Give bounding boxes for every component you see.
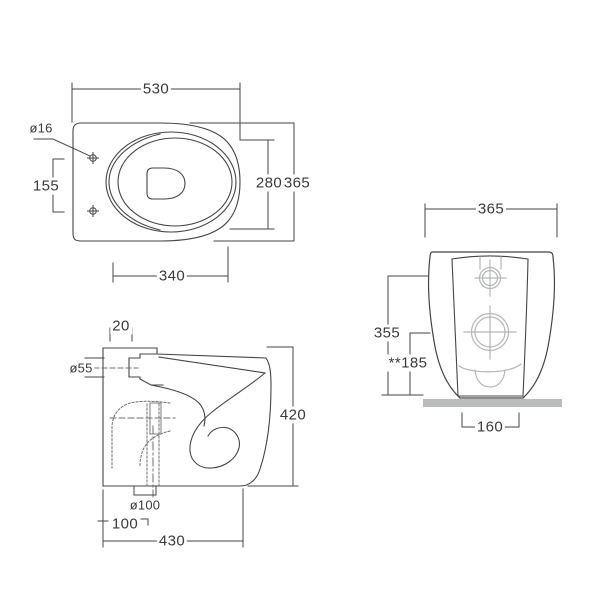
dim-top-overall-width: 530 [140,80,172,98]
rear-panel-outline [451,255,529,397]
dim-rear-inlet-height: **185 [386,354,430,372]
dim-top-seat-depth: 280 [253,174,285,192]
dim-side-outlet-offset: 100 [109,515,141,533]
rear-view-body-outline [427,251,556,399]
dim-top-seat-width: 340 [156,267,188,285]
flush-channel-curve [150,384,206,427]
dim-top-hole-diameter: ø16 [27,120,55,136]
inlet-spout [128,353,164,386]
floor-bar [423,399,562,407]
mounting-hole-bottom [87,205,99,217]
dim-top-overall-depth: 365 [281,174,313,192]
base-u-arc [474,369,506,388]
dim-side-outlet-diameter: ø100 [127,497,163,513]
dim-side-rear-offset: 20 [110,317,132,335]
side-view-drawing [84,327,299,548]
seat-inner-rim [117,137,233,227]
seat-outer-rim [105,131,237,233]
side-view-body-outline [102,347,272,487]
base-wide-arc [458,363,522,373]
rear-view-dimension-lines [381,203,558,428]
mounting-hole-top [87,152,99,164]
bowl-trap-curve [189,372,266,469]
rear-panel-details [458,256,522,388]
seat-rim-crescent [108,133,161,231]
dim-side-inlet-diameter: ø55 [67,360,95,376]
dim-side-overall-length: 430 [156,532,188,550]
rear-view-drawing [381,203,562,428]
dim-rear-overall-width: 365 [475,200,507,218]
hole-diameter-leader [33,138,91,157]
top-view-body-outline [72,122,241,242]
dim-rear-base-width: 160 [474,418,506,436]
drain-hole [146,167,186,200]
rim-inner-edge [158,356,266,374]
dim-side-overall-height: 420 [277,406,309,424]
dim-top-hole-spacing: 155 [30,177,62,195]
hidden-outlet-detail [85,367,176,506]
dim-rear-overall-height: 355 [371,324,403,342]
